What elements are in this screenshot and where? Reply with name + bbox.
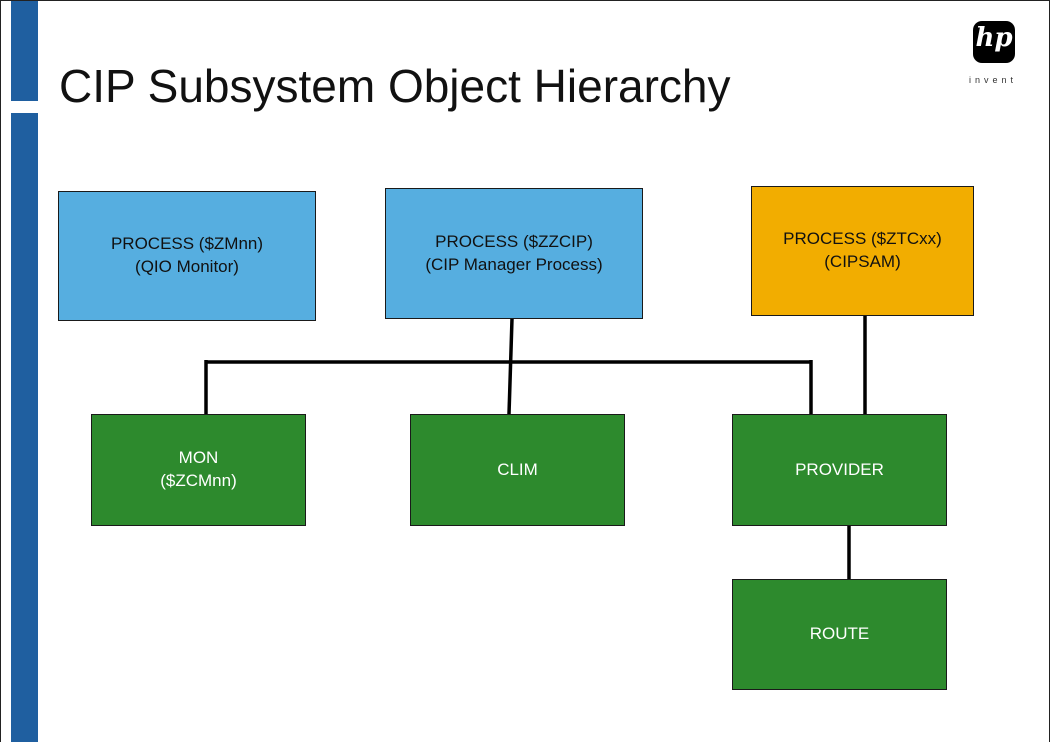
node-qio-monitor-line1: PROCESS ($ZMnn) — [110, 234, 264, 254]
node-cipsam-line2: (CIPSAM) — [824, 252, 901, 271]
slide-title: CIP Subsystem Object Hierarchy — [59, 60, 731, 112]
node-cipsam-line1: PROCESS ($ZTCxx) — [783, 229, 942, 249]
node-cipsam-process: PROCESS ($ZTCxx) (CIPSAM) — [751, 186, 974, 316]
node-route: ROUTE — [732, 579, 947, 690]
node-mon-line1: MON — [178, 448, 219, 468]
node-provider-label: PROVIDER — [795, 459, 884, 479]
hp-logo: hp invent — [958, 21, 1028, 95]
node-cip-manager-line1: PROCESS ($ZZCIP) — [435, 231, 593, 251]
node-provider: PROVIDER — [732, 414, 947, 526]
hp-logo-tagline: invent — [968, 75, 1018, 85]
node-qio-monitor-line2: (QIO Monitor) — [135, 257, 239, 276]
node-mon-line2: ($ZCMnn) — [160, 471, 237, 490]
node-mon: MON ($ZCMnn) — [91, 414, 306, 526]
sidebar-accent-bar — [11, 1, 38, 742]
connector-manager-trunk — [507, 318, 514, 415]
hp-logo-letters: hp — [975, 23, 1013, 53]
node-cip-manager-line2: (CIP Manager Process) — [425, 254, 603, 274]
node-cip-manager-process: PROCESS ($ZZCIP) (CIP Manager Process) — [385, 188, 643, 319]
node-clim-label: CLIM — [497, 459, 538, 479]
hp-logo-mark: hp — [973, 21, 1015, 63]
node-qio-monitor-process: PROCESS ($ZMnn) (QIO Monitor) — [58, 191, 316, 321]
node-clim: CLIM — [410, 414, 625, 526]
node-route-label: ROUTE — [809, 624, 870, 644]
sidebar-divider — [11, 101, 49, 113]
